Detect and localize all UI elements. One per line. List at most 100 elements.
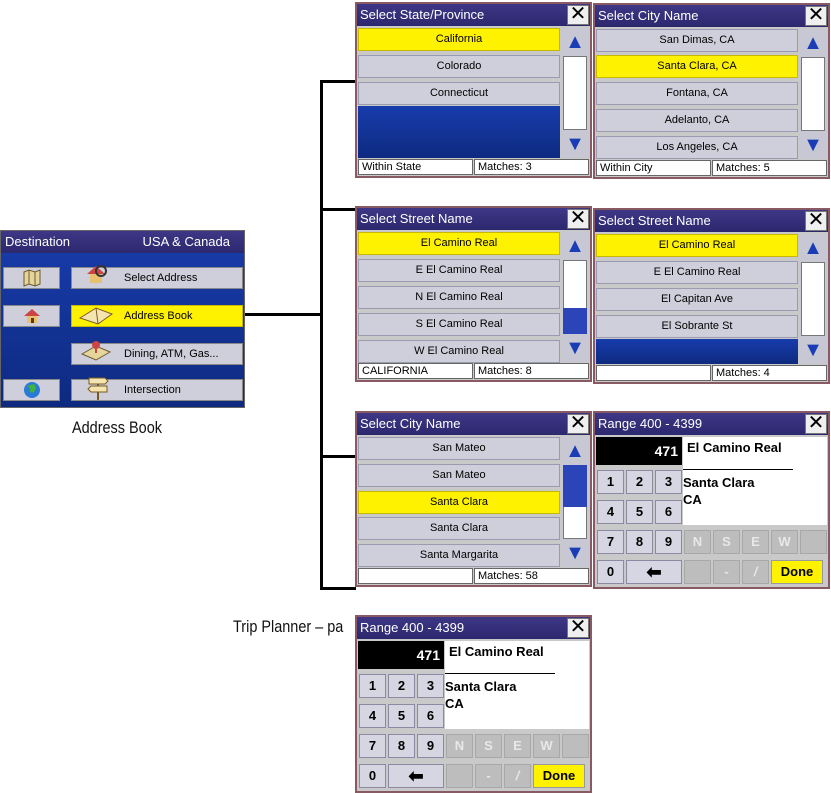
list-item[interactable]: N El Camino Real [358, 286, 560, 309]
key-8[interactable]: 8 [626, 530, 653, 554]
map-icon-button[interactable] [3, 267, 60, 289]
scroll-down-icon[interactable]: ▼ [565, 542, 585, 564]
list-item[interactable]: Connecticut [358, 82, 560, 105]
list-item[interactable]: San Mateo [358, 437, 560, 460]
list-item[interactable]: S El Camino Real [358, 313, 560, 336]
scrollbar[interactable]: ▲ ▼ [561, 232, 589, 362]
close-icon[interactable]: ✕ [805, 5, 827, 26]
key-4[interactable]: 4 [359, 704, 386, 728]
scroll-up-icon[interactable]: ▲ [803, 237, 823, 259]
dining-atm-gas-button[interactable]: Dining, ATM, Gas... [71, 341, 243, 365]
status-matches: Matches: 8 [474, 363, 589, 379]
list-item[interactable]: Colorado [358, 55, 560, 78]
list-item[interactable]: Adelanto, CA [596, 109, 798, 132]
done-button[interactable]: Done [771, 560, 823, 584]
select-address-label: Select Address [124, 272, 198, 284]
scroll-down-icon[interactable]: ▼ [803, 134, 823, 156]
close-icon[interactable]: ✕ [567, 208, 589, 229]
list-item[interactable]: El Sobrante St [596, 315, 798, 338]
done-button[interactable]: Done [533, 764, 585, 788]
scroll-up-icon[interactable]: ▲ [565, 440, 585, 462]
list-item[interactable]: Fontana, CA [596, 82, 798, 105]
key-4[interactable]: 4 [597, 500, 624, 524]
intersection-button[interactable]: Intersection [71, 377, 243, 401]
list-item[interactable]: Santa Margarita [358, 544, 560, 567]
list-item[interactable]: Los Angeles, CA [596, 136, 798, 159]
key-slash[interactable]: / [504, 764, 531, 788]
scroll-track[interactable] [801, 57, 825, 131]
scroll-down-icon[interactable]: ▼ [565, 337, 585, 359]
key-0[interactable]: 0 [597, 560, 624, 584]
scroll-up-icon[interactable]: ▲ [803, 32, 823, 54]
list-item[interactable]: California [358, 28, 560, 51]
scroll-thumb[interactable] [563, 308, 587, 334]
key-blank [800, 530, 827, 554]
scrollbar[interactable]: ▲ ▼ [561, 28, 589, 158]
globe-icon-button[interactable] [3, 379, 60, 401]
key-slash[interactable]: / [742, 560, 769, 584]
key-west[interactable]: W [533, 734, 560, 758]
scroll-down-icon[interactable]: ▼ [803, 339, 823, 361]
address-preview: El Camino Real Santa Clara CA [445, 641, 589, 729]
list-item[interactable]: El Camino Real [596, 234, 798, 257]
key-0[interactable]: 0 [359, 764, 386, 788]
scrollbar[interactable]: ▲ ▼ [799, 234, 827, 364]
scroll-track[interactable] [801, 262, 825, 336]
key-1[interactable]: 1 [359, 674, 386, 698]
key-3[interactable]: 3 [417, 674, 444, 698]
key-west[interactable]: W [771, 530, 798, 554]
key-1[interactable]: 1 [597, 470, 624, 494]
list-item[interactable]: San Mateo [358, 464, 560, 487]
close-icon[interactable]: ✕ [805, 210, 827, 231]
list-item[interactable]: E El Camino Real [358, 259, 560, 282]
key-5[interactable]: 5 [626, 500, 653, 524]
key-dash[interactable]: - [475, 764, 502, 788]
key-north[interactable]: N [684, 530, 711, 554]
list-item[interactable]: El Capitan Ave [596, 288, 798, 311]
key-6[interactable]: 6 [655, 500, 682, 524]
scrollbar[interactable]: ▲ ▼ [561, 437, 589, 567]
scrollbar[interactable]: ▲ ▼ [799, 29, 827, 159]
list-item[interactable]: El Camino Real [358, 232, 560, 255]
key-2[interactable]: 2 [626, 470, 653, 494]
region-label: USA & Canada [142, 234, 230, 249]
list-item[interactable]: Santa Clara [358, 517, 560, 540]
close-icon[interactable]: ✕ [567, 4, 589, 25]
key-7[interactable]: 7 [597, 530, 624, 554]
city-panel-title: Select City Name [595, 5, 828, 27]
key-east[interactable]: E [504, 734, 531, 758]
key-5[interactable]: 5 [388, 704, 415, 728]
list-item[interactable]: Santa Clara, CA [596, 55, 798, 78]
close-icon[interactable]: ✕ [567, 413, 589, 434]
key-east[interactable]: E [742, 530, 769, 554]
scroll-up-icon[interactable]: ▲ [565, 235, 585, 257]
scroll-track[interactable] [563, 56, 587, 130]
scroll-down-icon[interactable]: ▼ [565, 133, 585, 155]
select-address-button[interactable]: Select Address [71, 265, 243, 289]
key-south[interactable]: S [713, 530, 740, 554]
key-6[interactable]: 6 [417, 704, 444, 728]
connector-branch-1 [320, 80, 356, 83]
list-item[interactable]: E El Camino Real [596, 261, 798, 284]
key-9[interactable]: 9 [655, 530, 682, 554]
backspace-icon[interactable]: ⬅ [626, 560, 682, 584]
key-dash[interactable]: - [713, 560, 740, 584]
key-3[interactable]: 3 [655, 470, 682, 494]
scroll-thumb[interactable] [563, 465, 587, 507]
key-7[interactable]: 7 [359, 734, 386, 758]
key-north[interactable]: N [446, 734, 473, 758]
key-2[interactable]: 2 [388, 674, 415, 698]
scroll-up-icon[interactable]: ▲ [565, 31, 585, 53]
key-8[interactable]: 8 [388, 734, 415, 758]
key-south[interactable]: S [475, 734, 502, 758]
list-item[interactable]: Santa Clara [358, 491, 560, 514]
close-icon[interactable]: ✕ [567, 617, 589, 638]
key-9[interactable]: 9 [417, 734, 444, 758]
address-book-button[interactable]: Address Book [71, 305, 243, 327]
list-item[interactable]: W El Camino Real [358, 340, 560, 363]
backspace-icon[interactable]: ⬅ [388, 764, 444, 788]
street-name: El Camino Real [449, 644, 544, 659]
list-item[interactable]: San Dimas, CA [596, 29, 798, 52]
home-icon-button[interactable] [3, 305, 60, 327]
close-icon[interactable]: ✕ [805, 413, 827, 434]
